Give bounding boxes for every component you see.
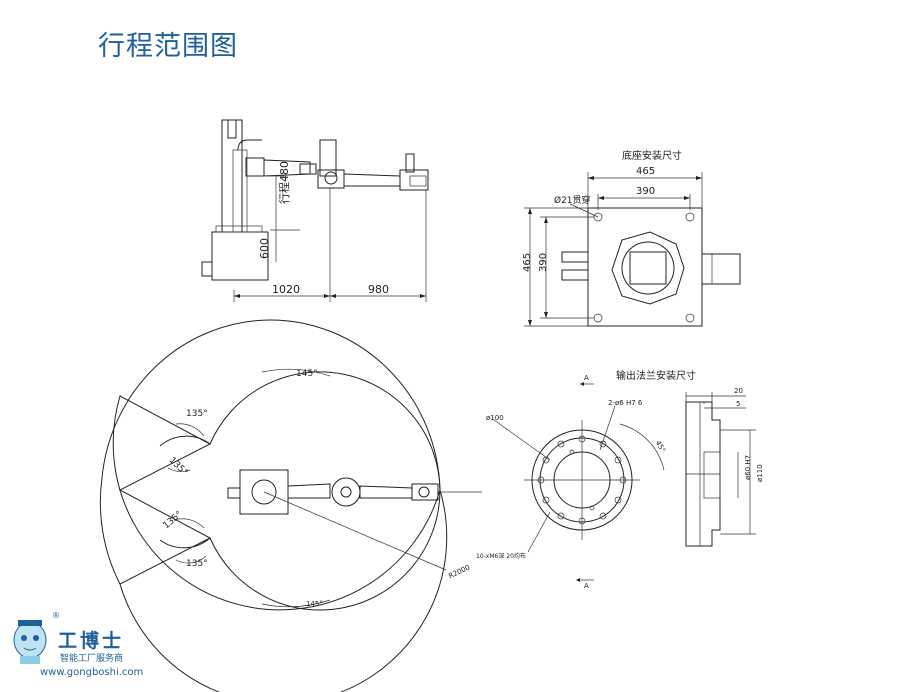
- flange-title: 输出法兰安装尺寸: [616, 369, 696, 382]
- flange-thread-label: 10-xM6深 20均布: [476, 552, 526, 560]
- flange-angle-label: 45°: [654, 439, 667, 454]
- side-height-label: 600: [258, 238, 271, 259]
- base-title: 底座安装尺寸: [622, 149, 682, 162]
- angle-135-a: 135°: [186, 409, 208, 419]
- angle-top: 145°: [296, 369, 318, 379]
- angle-135-c: 135°: [161, 510, 184, 532]
- page-title: 行程范围图: [98, 31, 238, 62]
- side-stroke-label: 行程480: [278, 161, 291, 204]
- section-marker-b: A: [584, 582, 589, 590]
- flange-view: [493, 382, 756, 582]
- flange-dia-60: ø60 H7: [744, 455, 752, 480]
- flange-dia-label: ø100: [486, 414, 504, 422]
- flange-dim-20: 20: [734, 387, 743, 395]
- logo-name: 工博士: [58, 630, 125, 652]
- base-height-inner: 390: [538, 253, 549, 272]
- angle-135-b: 135°: [167, 456, 189, 478]
- base-width-inner: 390: [636, 186, 655, 197]
- flange-pin-label: 2-ø6 H7 6: [608, 399, 643, 407]
- section-marker-a: A: [584, 374, 589, 382]
- logo-url[interactable]: www.gongboshi.com: [40, 667, 144, 678]
- base-view: [524, 172, 741, 327]
- side-dim-right: 980: [368, 283, 389, 296]
- logo-reg-mark: ®: [52, 611, 60, 620]
- base-width-outer: 465: [636, 166, 655, 177]
- flange-dim-5: 5: [736, 400, 740, 408]
- base-hole-label: Ø21贯穿: [554, 194, 591, 206]
- radius-label: R2000: [447, 563, 471, 580]
- base-height-outer: 465: [522, 253, 533, 272]
- side-view: [201, 119, 429, 302]
- logo-subtitle: 智能工厂服务商: [60, 654, 124, 664]
- angle-bottom: 145°: [306, 600, 323, 608]
- angle-135-d: 135°: [186, 559, 208, 569]
- logo-mascot: [13, 620, 47, 664]
- side-dim-left: 1020: [272, 283, 300, 296]
- workspace-view: [99, 319, 482, 692]
- flange-dia-110: ø110: [756, 464, 764, 482]
